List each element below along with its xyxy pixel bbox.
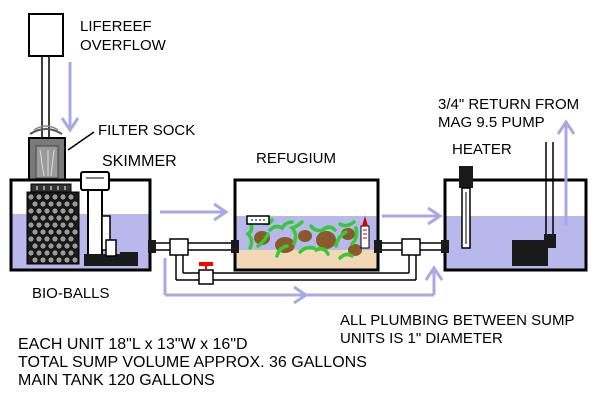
plumbing-bypass	[175, 255, 417, 281]
heater-label: HEATER	[452, 141, 512, 158]
flow-arrow-to-refugium	[160, 202, 229, 222]
heater	[459, 166, 473, 249]
plumbing-note-line1: ALL PLUMBING BETWEEN SUMP	[340, 312, 575, 329]
bypass-valve	[198, 262, 214, 285]
overflow-flow-arrow	[60, 62, 80, 133]
refugium-label: REFUGIUM	[256, 150, 336, 167]
overflow-drain-pipe	[41, 56, 50, 140]
bio-balls-label: BIO-BALLS	[32, 285, 110, 302]
filter-sock-label: FILTER SOCK	[98, 122, 196, 139]
flow-arrow-to-return	[382, 206, 443, 226]
filter-sock	[28, 125, 66, 181]
bio-balls-chamber	[26, 183, 80, 265]
refugium-light	[246, 215, 270, 225]
protein-skimmer	[80, 171, 138, 266]
plumbing-fittings	[148, 238, 449, 256]
return-flow-arrow	[556, 119, 576, 226]
overflow-box	[28, 13, 64, 57]
flow-arrow-bypass	[163, 258, 444, 305]
skimmer-label: SKIMMER	[102, 153, 177, 170]
overflow-label-line1: LIFEREEF	[80, 18, 152, 35]
spec-line-3: MAIN TANK 120 GALLONS	[18, 372, 215, 389]
filter-sock-pointer	[67, 131, 95, 151]
refugium-tank	[233, 178, 380, 272]
return-pipe	[545, 142, 554, 234]
return-label-line1: 3/4" RETURN FROM	[438, 96, 580, 113]
refugium-macroalgae	[245, 218, 359, 260]
return-pump	[512, 234, 556, 266]
refugium-thermometer	[360, 216, 370, 249]
plumbing-note-line2: UNITS IS 1" DIAMETER	[340, 330, 503, 347]
return-label-line2: MAG 9.5 PUMP	[438, 114, 545, 131]
spec-line-2: TOTAL SUMP VOLUME APPROX. 36 GALLONS	[18, 354, 367, 371]
spec-line-1: EACH UNIT 18"L x 13"W x 16"D	[18, 336, 248, 353]
overflow-label-line2: OVERFLOW	[80, 37, 166, 54]
